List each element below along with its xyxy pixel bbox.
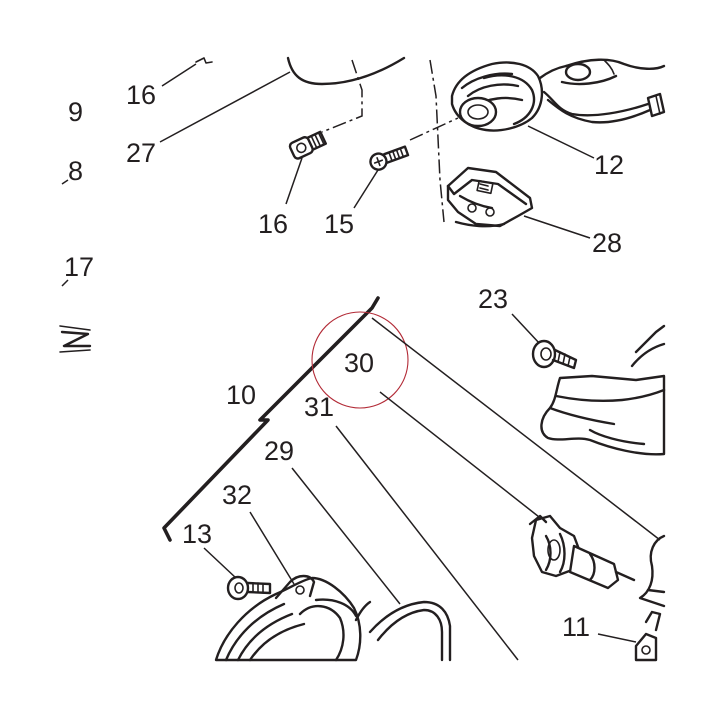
callout-15: 15 xyxy=(324,209,354,239)
leader-31 xyxy=(335,425,519,661)
callout-30: 30 xyxy=(344,348,374,378)
headlight-unit-edge xyxy=(638,534,666,608)
leader-27 xyxy=(159,71,291,143)
leader-23 xyxy=(511,313,541,345)
clip-top-left xyxy=(195,57,213,64)
callout-bolt-16: 16 xyxy=(258,209,288,239)
leader-28 xyxy=(523,215,591,239)
leader-29 xyxy=(291,467,401,605)
bracket-28-part xyxy=(446,166,534,228)
leader-bolt-16 xyxy=(285,157,303,205)
leader-left-17 xyxy=(61,279,69,287)
socket-boot-12-part xyxy=(450,61,544,132)
housing-edge-top xyxy=(286,56,406,86)
center-line-screw xyxy=(409,117,459,141)
center-line-vertical xyxy=(429,59,445,223)
callout-12: 12 xyxy=(594,150,624,180)
callout-11: 11 xyxy=(562,612,590,642)
bulb-11-part xyxy=(634,610,662,662)
leader-top-16 xyxy=(161,63,197,87)
callout-top-16: 16 xyxy=(126,80,156,110)
bulb-30-part xyxy=(528,514,636,590)
reflector-32-part xyxy=(214,574,362,662)
callout-32: 32 xyxy=(222,480,252,510)
callout-27: 27 xyxy=(126,138,156,168)
callout-left-17: 17 xyxy=(64,252,94,282)
leader-32 xyxy=(249,511,295,585)
leader-13 xyxy=(203,547,237,579)
headlight-unit-lip xyxy=(646,588,666,594)
highlight-circle xyxy=(311,311,409,409)
bolt-16-part xyxy=(288,130,328,160)
callout-left-8: 8 xyxy=(68,156,83,186)
callout-31: 31 xyxy=(304,392,334,422)
leader-left-8 xyxy=(61,179,69,185)
leader-10-assembly xyxy=(371,317,661,541)
screw-15-part xyxy=(369,145,410,171)
gasket-29-part xyxy=(354,600,452,662)
assembly-bracket-10 xyxy=(162,296,380,542)
callout-23: 23 xyxy=(478,284,508,314)
wire-harness-part xyxy=(538,58,666,124)
callout-10: 10 xyxy=(226,380,256,410)
leader-15 xyxy=(353,169,379,209)
callout-29: 29 xyxy=(264,436,294,466)
leader-12 xyxy=(527,125,595,159)
screw-13-part xyxy=(226,575,272,601)
left-edge-chevron xyxy=(60,330,92,348)
callout-28: 28 xyxy=(592,228,622,258)
leader-30 xyxy=(379,391,549,525)
leader-11 xyxy=(597,633,637,643)
callout-13: 13 xyxy=(182,519,212,549)
left-edge-lines xyxy=(59,325,91,353)
screw-23-part xyxy=(531,339,578,370)
mount-bracket-right-part xyxy=(540,324,666,456)
callout-left-9: 9 xyxy=(68,97,83,127)
center-line-top-left xyxy=(321,59,363,133)
